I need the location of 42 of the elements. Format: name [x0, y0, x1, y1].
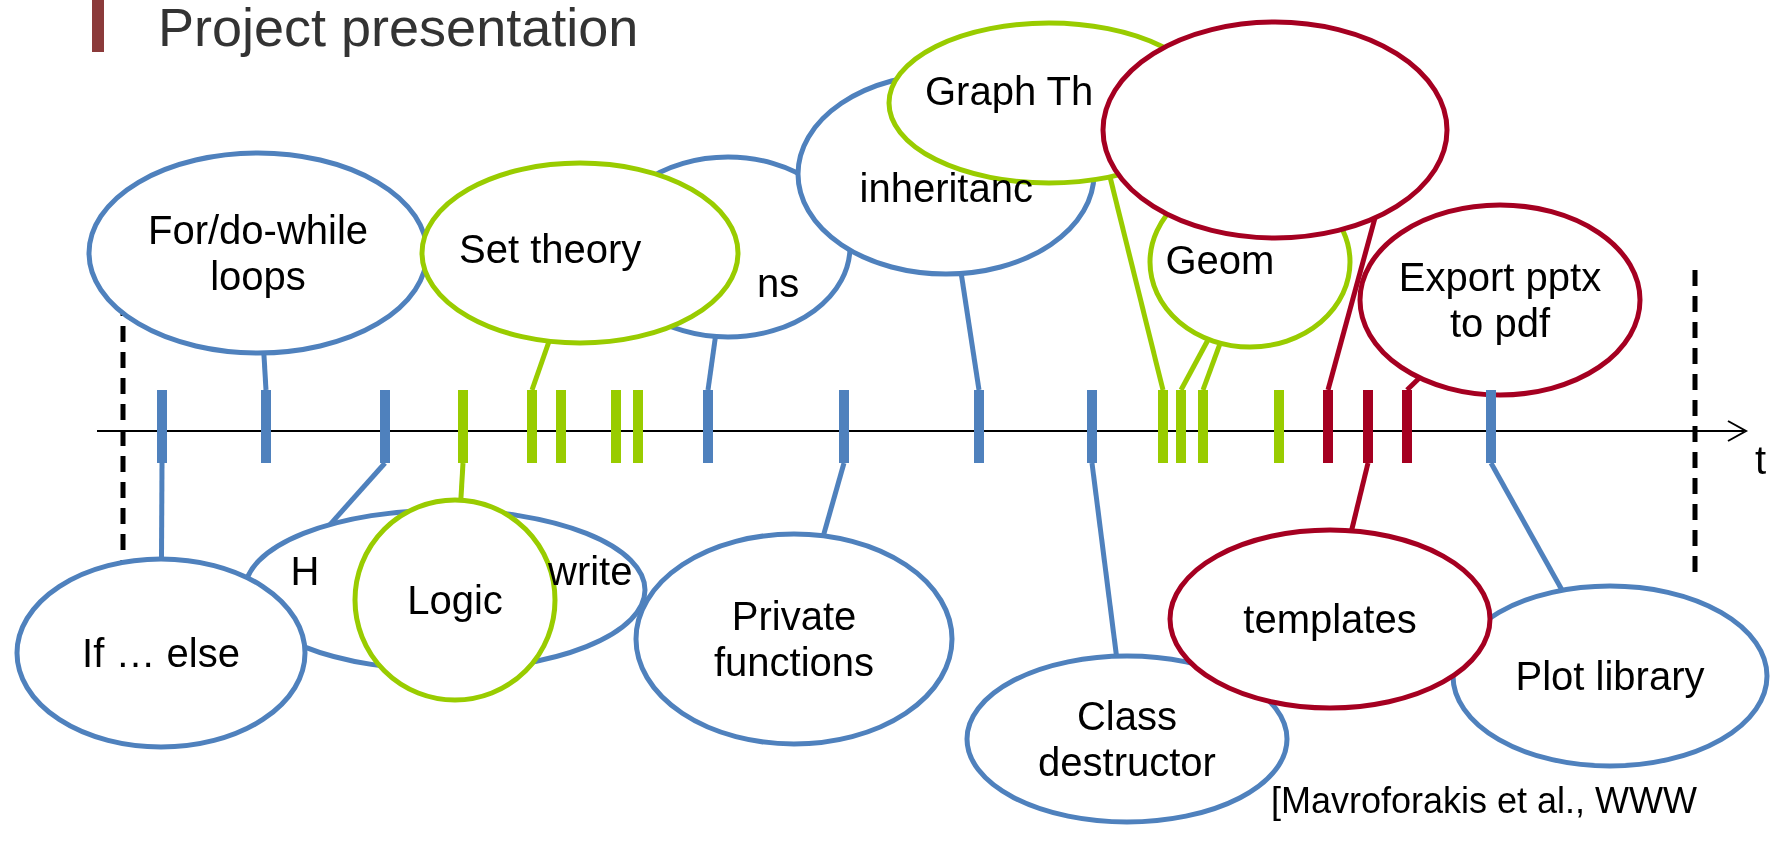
bubble-text: inheritanc [859, 165, 1033, 211]
timeline-tick [1363, 390, 1373, 463]
timeline-tick [458, 390, 468, 463]
timeline-tick [1486, 390, 1496, 463]
timeline-tick [1323, 390, 1333, 463]
bubble-text: templates [1242, 596, 1418, 642]
timeline-tick [380, 390, 390, 463]
bubble-text: Logic [406, 577, 504, 623]
timeline-tick [157, 390, 167, 463]
timeline-tick [1198, 390, 1208, 463]
timeline-tick [633, 390, 643, 463]
timeline-tick [974, 390, 984, 463]
timeline-tick [527, 390, 537, 463]
timeline-tick [1158, 390, 1168, 463]
bubble-text: Set theory [459, 226, 642, 272]
bubble-text: Plot library [1514, 653, 1706, 699]
speech-bubble [631, 529, 957, 749]
bubble-text: Class destructor [1037, 693, 1217, 785]
bubble-text: Export pptx to pdf [1397, 254, 1603, 346]
bubble-text: Graph Th [925, 68, 1094, 114]
timeline-tick [1176, 390, 1186, 463]
timeline-tick [1087, 390, 1097, 463]
bubble-text: H [290, 548, 320, 594]
citation-text: [Mavroforakis et al., WWW [1271, 780, 1698, 822]
bubble-text: For/do-while loops [146, 207, 370, 299]
speech-bubble [417, 158, 743, 348]
speech-bubble [1448, 581, 1772, 771]
bubble-text: ns [757, 260, 800, 306]
bubble-text: Geom [1165, 237, 1275, 283]
bubble-text: If … else [81, 630, 241, 676]
bubble-text: Private functions [712, 593, 876, 685]
timeline-tick [261, 390, 271, 463]
timeline-tick [1402, 390, 1412, 463]
speech-bubble [1098, 17, 1452, 243]
slide-title: Project presentation [158, 0, 639, 58]
timeline-tick [556, 390, 566, 463]
timeline-tick [611, 390, 621, 463]
axis-label: t [1755, 438, 1767, 483]
timeline-tick [703, 390, 713, 463]
timeline-tick [839, 390, 849, 463]
speech-bubble [1355, 200, 1645, 400]
timeline-tick [1274, 390, 1284, 463]
